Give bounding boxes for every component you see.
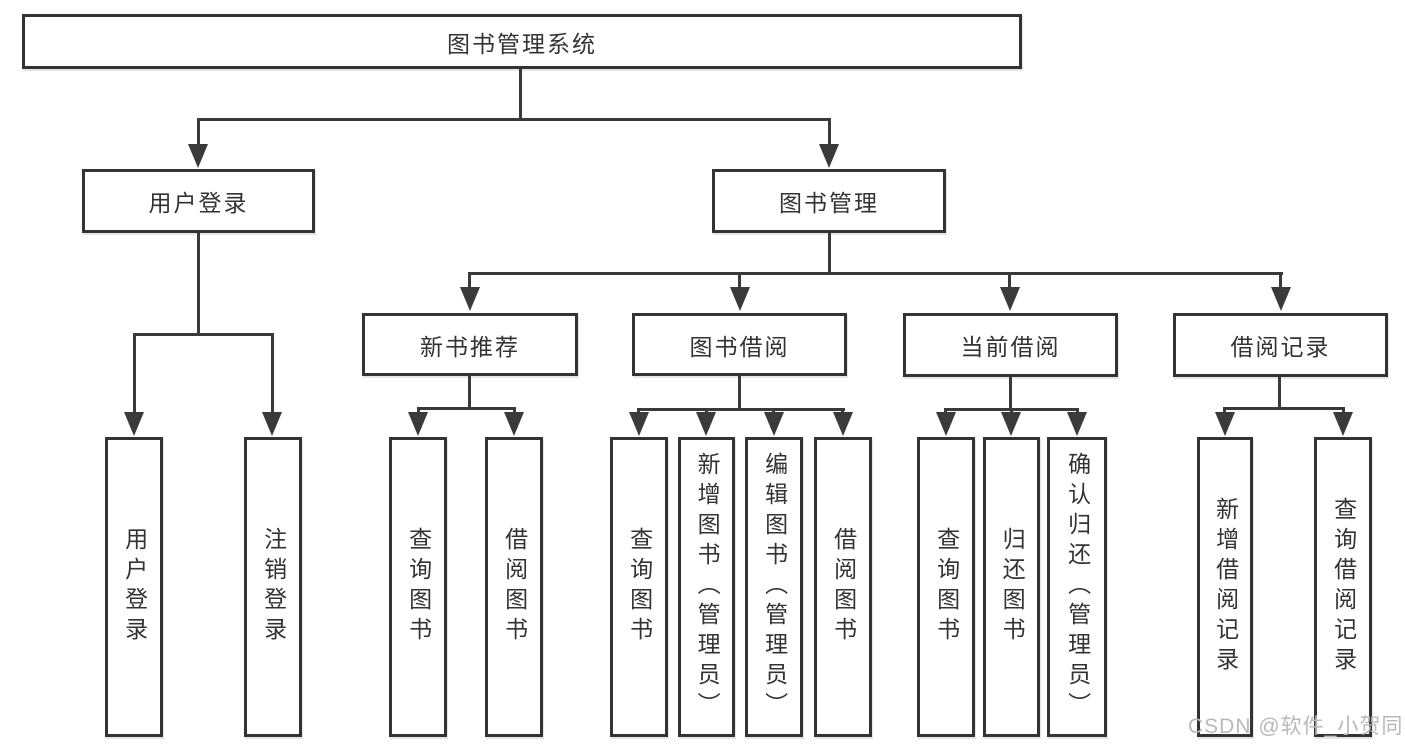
leaf-bb-borrow-book-label: 借阅图书 bbox=[830, 527, 857, 647]
leaf-cb-query-book: 查询图书 bbox=[917, 437, 975, 737]
node-borrow-record: 借阅记录 bbox=[1173, 313, 1388, 377]
connector-line bbox=[1223, 407, 1345, 410]
arrowhead-down-icon bbox=[629, 412, 649, 436]
connector-line bbox=[417, 407, 420, 415]
arrowhead-down-icon bbox=[188, 144, 208, 168]
leaf-rec-query-book-label: 查询图书 bbox=[405, 527, 432, 647]
connector-line bbox=[1223, 407, 1226, 415]
arrowhead-down-icon bbox=[730, 287, 750, 311]
leaf-bb-add-book-label: 新增图书（管理员） bbox=[694, 452, 721, 722]
connector-line bbox=[133, 333, 274, 336]
arrowhead-down-icon bbox=[1333, 412, 1353, 436]
node-current-borrow-label: 当前借阅 bbox=[960, 334, 1061, 360]
connector-line bbox=[1342, 407, 1345, 415]
node-root: 图书管理系统 bbox=[22, 14, 1022, 69]
node-book-borrow-label: 图书借阅 bbox=[689, 333, 790, 360]
arrowhead-down-icon bbox=[262, 412, 282, 436]
leaf-bb-edit-book-label: 编辑图书（管理员） bbox=[761, 452, 788, 722]
arrowhead-down-icon bbox=[764, 412, 784, 436]
connector-line bbox=[738, 272, 741, 288]
connector-line bbox=[1009, 377, 1012, 410]
connector-line bbox=[1008, 272, 1011, 288]
csdn-watermark: CSDN @软件_小贺同学 bbox=[1188, 715, 1405, 738]
arrowhead-down-icon bbox=[460, 287, 480, 311]
arrowhead-down-icon bbox=[1001, 412, 1021, 436]
leaf-bb-query-book-label: 查询图书 bbox=[626, 527, 653, 647]
node-user-login: 用户登录 bbox=[82, 169, 315, 233]
connector-line bbox=[1010, 408, 1013, 415]
node-user-login-label: 用户登录 bbox=[148, 190, 249, 216]
connector-line bbox=[828, 233, 831, 275]
connector-line bbox=[271, 333, 274, 414]
arrowhead-down-icon bbox=[1000, 287, 1020, 311]
connector-line bbox=[705, 408, 708, 415]
node-root-label: 图书管理系统 bbox=[447, 30, 597, 57]
connector-line bbox=[637, 408, 640, 415]
leaf-br-query-record: 查询借阅记录 bbox=[1314, 437, 1372, 737]
leaf-bb-add-book: 新增图书（管理员） bbox=[678, 437, 735, 737]
leaf-bb-query-book: 查询图书 bbox=[610, 437, 668, 737]
connector-line bbox=[513, 407, 516, 415]
connector-line bbox=[1076, 408, 1079, 415]
arrowhead-down-icon bbox=[124, 412, 144, 436]
node-current-borrow: 当前借阅 bbox=[903, 313, 1118, 377]
connector-line bbox=[1279, 272, 1282, 288]
connector-line bbox=[133, 333, 136, 414]
connector-line bbox=[841, 408, 844, 415]
connector-line bbox=[1278, 377, 1281, 409]
arrowhead-down-icon bbox=[696, 412, 716, 436]
leaf-rec-borrow-book-label: 借阅图书 bbox=[501, 527, 528, 647]
leaf-br-query-record-label: 查询借阅记录 bbox=[1330, 497, 1357, 677]
leaf-cb-return-book: 归还图书 bbox=[983, 437, 1040, 737]
arrowhead-down-icon bbox=[408, 412, 428, 436]
connector-line bbox=[519, 69, 522, 121]
leaf-bb-edit-book: 编辑图书（管理员） bbox=[745, 437, 803, 737]
connector-line bbox=[417, 407, 516, 410]
leaf-bb-borrow-book: 借阅图书 bbox=[814, 437, 872, 737]
leaf-br-add-record-label: 新增借阅记录 bbox=[1212, 497, 1239, 677]
node-new-book-recommend-label: 新书推荐 bbox=[420, 333, 520, 360]
leaf-cb-confirm-return: 确认归还（管理员） bbox=[1047, 437, 1107, 737]
node-new-book-recommend: 新书推荐 bbox=[362, 313, 578, 376]
leaf-br-add-record: 新增借阅记录 bbox=[1197, 437, 1253, 737]
arrowhead-down-icon bbox=[819, 144, 839, 168]
connector-line bbox=[944, 408, 947, 415]
connector-line bbox=[828, 118, 831, 146]
arrowhead-down-icon bbox=[1215, 412, 1235, 436]
connector-line bbox=[197, 233, 200, 336]
connector-line bbox=[468, 272, 1283, 275]
leaf-cb-confirm-return-label: 确认归还（管理员） bbox=[1064, 452, 1091, 722]
leaf-logout: 注销登录 bbox=[244, 437, 302, 737]
node-book-management-label: 图书管理 bbox=[779, 190, 879, 216]
connector-line bbox=[197, 118, 831, 121]
connector-line bbox=[738, 376, 741, 410]
leaf-rec-borrow-book: 借阅图书 bbox=[485, 437, 543, 737]
arrowhead-down-icon bbox=[936, 412, 956, 436]
connector-line bbox=[468, 272, 471, 288]
arrowhead-down-icon bbox=[833, 412, 853, 436]
arrowhead-down-icon bbox=[1271, 287, 1291, 311]
leaf-cb-query-book-label: 查询图书 bbox=[933, 527, 960, 647]
leaf-user-login: 用户登录 bbox=[105, 437, 163, 737]
leaf-rec-query-book: 查询图书 bbox=[389, 437, 447, 737]
node-book-borrow: 图书借阅 bbox=[632, 313, 847, 376]
node-book-management: 图书管理 bbox=[712, 169, 946, 233]
connector-line bbox=[468, 376, 471, 410]
arrowhead-down-icon bbox=[1067, 412, 1087, 436]
connector-line bbox=[197, 118, 200, 146]
leaf-logout-label: 注销登录 bbox=[260, 527, 287, 647]
arrowhead-down-icon bbox=[504, 412, 524, 436]
connector-line bbox=[637, 408, 845, 411]
node-borrow-record-label: 借阅记录 bbox=[1230, 334, 1331, 360]
leaf-user-login-label: 用户登录 bbox=[121, 527, 148, 647]
leaf-cb-return-book-label: 归还图书 bbox=[999, 527, 1026, 647]
connector-line bbox=[772, 408, 775, 415]
